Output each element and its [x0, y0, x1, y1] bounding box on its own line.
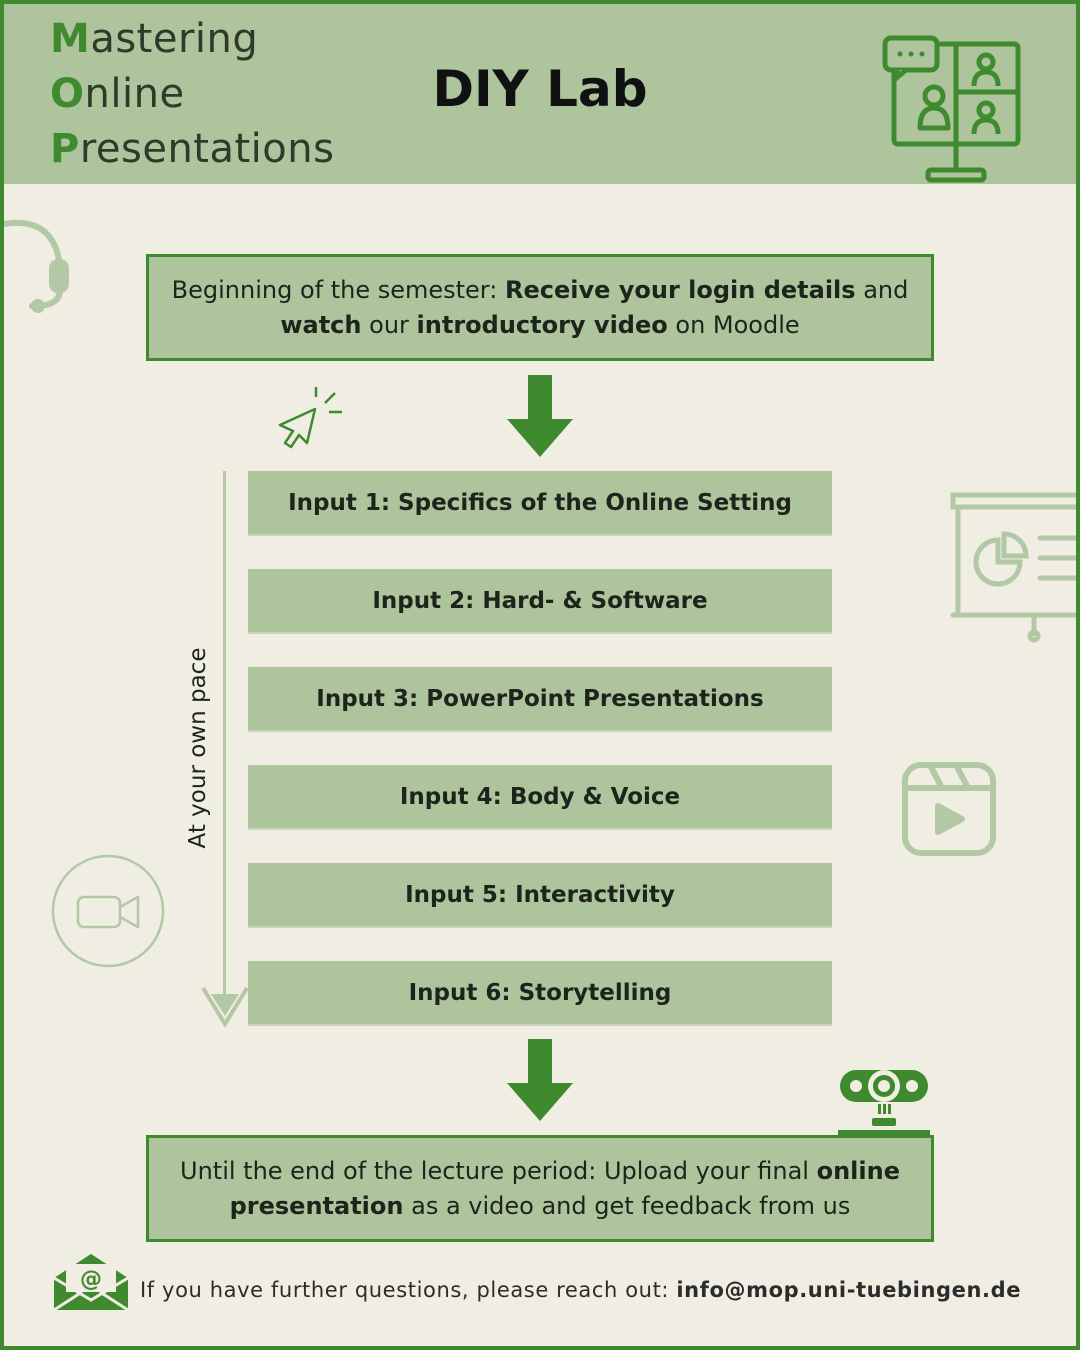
input-step-4: Input 4: Body & Voice — [248, 765, 832, 830]
cursor-click-icon — [278, 387, 342, 449]
pace-line — [223, 471, 226, 1001]
pace-label: At your own pace — [185, 647, 211, 849]
arrow-down-icon — [507, 1039, 573, 1121]
contact-email-link[interactable]: info@mop.uni-tuebingen.de — [676, 1278, 1022, 1302]
webcam-icon — [838, 1070, 930, 1136]
video-meeting-icon — [882, 35, 1021, 183]
brand-line: Mastering — [50, 16, 259, 62]
play-video-icon — [902, 762, 996, 856]
contact-footer: If you have further questions, please re… — [140, 1278, 1022, 1302]
input-step-5: Input 5: Interactivity — [248, 863, 832, 928]
lecture-end-box: Until the end of the lecture period: Upl… — [146, 1135, 934, 1242]
semester-start-text: Beginning of the semester: Receive your … — [171, 275, 909, 339]
pace-arrow-icon — [201, 986, 249, 1028]
svg-text:@: @ — [80, 1267, 102, 1292]
input-step-3: Input 3: PowerPoint Presentations — [248, 667, 832, 732]
header: Mastering Online Presentations DIY Lab — [0, 0, 1080, 184]
input-step-2: Input 2: Hard- & Software — [248, 569, 832, 634]
brand-logo-text: Mastering Online Presentations — [50, 12, 334, 177]
brand-line: Online — [50, 71, 185, 117]
video-camera-icon — [51, 854, 165, 968]
lecture-end-text: Until the end of the lecture period: Upl… — [180, 1156, 900, 1220]
presentation-chart-icon — [950, 492, 1080, 643]
brand-line: Presentations — [50, 126, 335, 172]
headset-icon — [4, 219, 69, 313]
input-step-1: Input 1: Specifics of the Online Setting — [248, 471, 832, 536]
page-title: DIY Lab — [432, 60, 648, 118]
email-icon: @ — [53, 1254, 129, 1312]
semester-start-box: Beginning of the semester: Receive your … — [146, 254, 934, 361]
arrow-down-icon — [507, 375, 573, 457]
input-step-6: Input 6: Storytelling — [248, 961, 832, 1026]
